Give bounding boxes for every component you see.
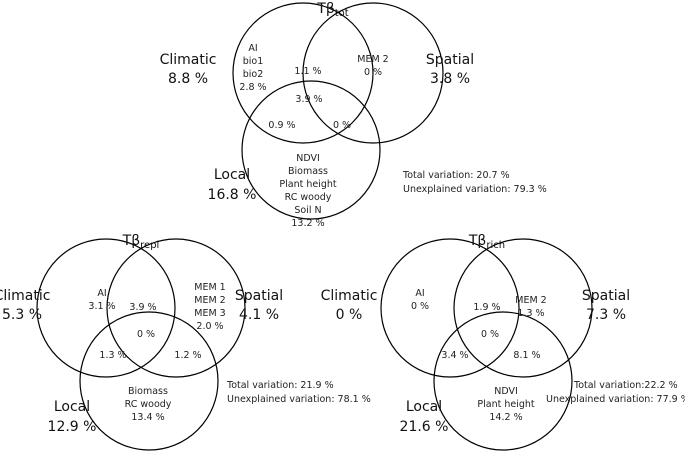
climatic-only-line: AI [415,288,424,299]
spatial-value: 4.1 % [239,307,279,323]
spatial-local-value: 1.2 % [174,350,201,361]
circle-spatial [302,2,444,144]
local-only-line: 13.2 % [291,218,324,229]
local-only-line: 14.2 % [489,412,522,423]
unexplained-variation: Unexplained variation: 79.3 % [403,184,547,195]
venn-tot: Tβtot Climatic 8.8 % Spatial 3.8 % Local… [160,1,547,229]
local-only-line: Soil N [294,205,321,216]
climatic-only-line: 3.1 % [88,301,115,312]
circle-climatic [380,238,520,378]
local-only-line: 13.4 % [131,412,164,423]
climatic-label: Climatic [160,52,217,68]
unexplained-variation: Unexplained variation: 78.1 % [227,394,371,405]
local-only-line: Plant height [477,399,535,410]
total-variation: Total variation: 20.7 % [402,170,510,181]
climatic-local-value: 1.3 % [99,350,126,361]
spatial-local-value: 0 % [333,120,351,131]
title-repl: Tβrepl [122,233,160,251]
spatial-only-line: MEM 3 [194,308,225,319]
local-only-line: Biomass [128,386,168,397]
venn-repl: Tβrepl Climatic 5.3 % Spatial 4.1 % Loca… [0,233,371,451]
spatial-only-line: 2.0 % [196,321,223,332]
circle-climatic [36,238,176,378]
local-label: Local [406,399,442,415]
spatial-only-line: MEM 1 [194,282,225,293]
all-three-value: 3.9 % [295,94,322,105]
spatial-label: Spatial [426,52,474,68]
climatic-only-line: bio1 [243,56,264,67]
circle-spatial [106,238,246,378]
all-three-value: 0 % [137,329,155,340]
circle-local [241,80,381,220]
venn-rich: Tβrich Climatic 0 % Spatial 7.3 % Local … [321,233,685,451]
total-variation: Total variation: 21.9 % [226,380,334,391]
spatial-local-value: 8.1 % [513,350,540,361]
spatial-label: Spatial [235,288,283,304]
climatic-label: Climatic [0,288,50,304]
climatic-local-value: 0.9 % [268,120,295,131]
climatic-value: 8.8 % [168,71,208,87]
climatic-only-line: 0 % [411,301,429,312]
spatial-only-line: MEM 2 [357,54,388,65]
climatic-spatial-value: 1.1 % [294,66,321,77]
local-only-line: NDVI [296,153,320,164]
local-value: 16.8 % [208,187,257,203]
total-variation: Total variation:22.2 % [573,380,678,391]
spatial-only-line: 0 % [364,67,382,78]
spatial-only-line: 1.3 % [517,308,544,319]
spatial-only-line: MEM 2 [515,295,546,306]
local-value: 12.9 % [48,419,97,435]
climatic-label: Climatic [321,288,378,304]
all-three-value: 0 % [481,329,499,340]
climatic-value: 0 % [336,307,363,323]
local-only-line: Plant height [279,179,337,190]
spatial-value: 7.3 % [586,307,626,323]
climatic-only-line: AI [248,43,257,54]
title-rich: Tβrich [468,233,505,251]
circle-local [79,311,219,451]
unexplained-variation: Unexplained variation: 77.9 % [546,394,685,405]
local-only-line: NDVI [494,386,518,397]
circle-climatic [232,2,374,144]
circle-spatial [453,238,593,378]
local-only-line: RC woody [285,192,332,203]
climatic-only-line: 2.8 % [239,82,266,93]
climatic-value: 5.3 % [2,307,42,323]
climatic-only-line: AI [97,288,106,299]
spatial-label: Spatial [582,288,630,304]
title-tot: Tβtot [316,1,349,19]
spatial-value: 3.8 % [430,71,470,87]
climatic-local-value: 3.4 % [441,350,468,361]
local-label: Local [54,399,90,415]
climatic-spatial-value: 1.9 % [473,302,500,313]
local-only-line: RC woody [125,399,172,410]
circle-local [433,311,573,451]
local-only-line: Biomass [288,166,328,177]
climatic-only-line: bio2 [243,69,264,80]
spatial-only-line: MEM 2 [194,295,225,306]
climatic-spatial-value: 3.9 % [129,302,156,313]
local-value: 21.6 % [400,419,449,435]
local-label: Local [214,167,250,183]
